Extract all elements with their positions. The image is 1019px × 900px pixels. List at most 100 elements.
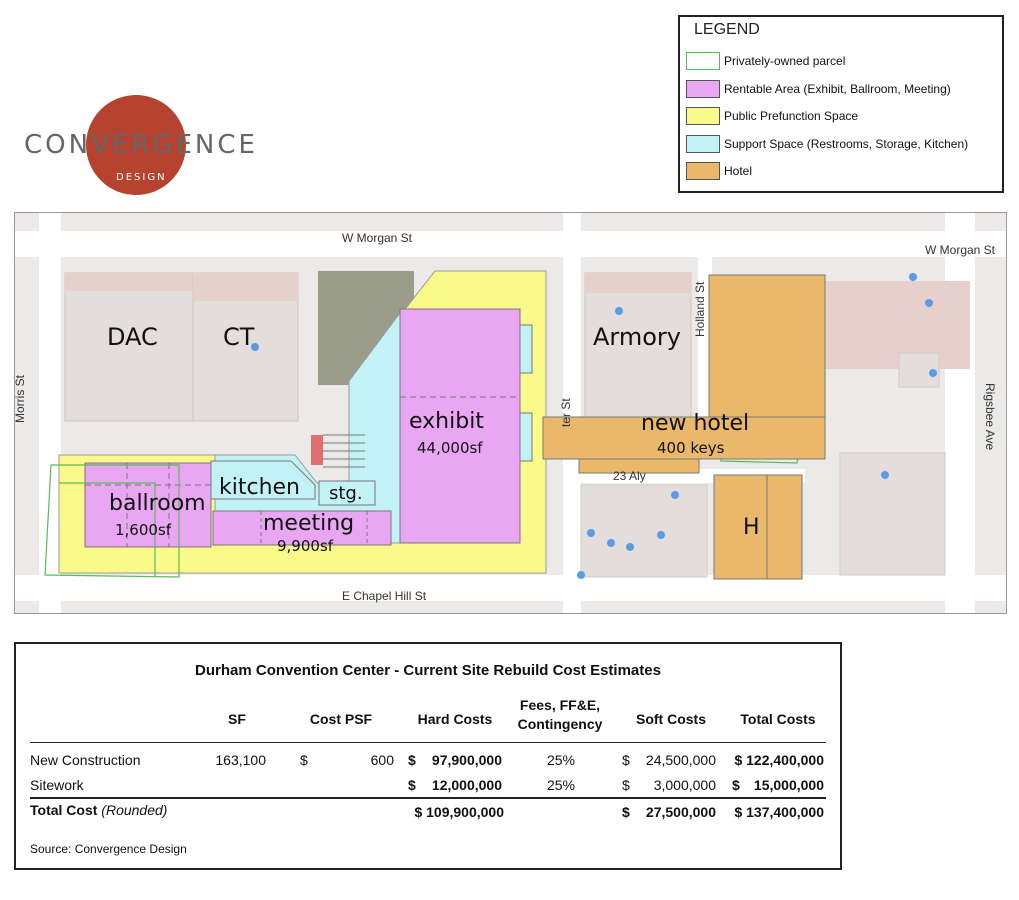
street-e-chapel-hill bbox=[15, 575, 1006, 601]
street-morris bbox=[39, 213, 61, 613]
legend-swatch bbox=[686, 162, 720, 180]
meeting-rooms bbox=[212, 510, 392, 546]
row-new-construction-soft: 24,500,000 bbox=[645, 752, 716, 768]
row-total-label: Total Cost bbox=[30, 802, 98, 818]
legend-swatch bbox=[686, 135, 720, 153]
legend-swatch bbox=[686, 80, 720, 98]
row-sitework-soft: 3,000,000 bbox=[653, 777, 716, 793]
label-hotel-h: H bbox=[743, 515, 760, 540]
street-label-w-morgan: W Morgan St bbox=[342, 231, 413, 245]
col-header-fees-line1: Fees, FF&E, bbox=[519, 697, 601, 713]
ballroom bbox=[84, 462, 212, 548]
label-storage: stg. bbox=[329, 483, 363, 504]
building-dac bbox=[64, 272, 194, 422]
row-sitework-name: Sitework bbox=[30, 777, 84, 793]
legend-label: Public Prefunction Space bbox=[724, 109, 859, 123]
stairs-icon bbox=[311, 435, 323, 465]
street-label-holland: Holland St bbox=[693, 281, 707, 337]
table-title: Durham Convention Center - Current Site … bbox=[195, 662, 661, 679]
street-label-morris: Morris St bbox=[14, 375, 27, 423]
row-new-construction-psf-symbol: $ bbox=[300, 752, 308, 768]
row-sitework-hard: 12,000,000 bbox=[431, 777, 502, 793]
row-sitework-hard-symbol: $ bbox=[408, 777, 416, 793]
label-dac: DAC bbox=[107, 323, 158, 351]
hotel-h bbox=[713, 474, 803, 580]
legend-item-private-parcel: Privately-owned parcel bbox=[686, 51, 845, 71]
building-ct-roof bbox=[193, 273, 298, 301]
logo-text: CONVERGENCE bbox=[24, 130, 258, 160]
row-sitework-total: 15,000,000 bbox=[753, 777, 824, 793]
col-header-total-costs: Total Costs bbox=[740, 711, 816, 727]
row-sitework-total-symbol: $ bbox=[732, 777, 740, 793]
site-plan-drawing bbox=[15, 213, 1006, 613]
col-header-sf: SF bbox=[228, 711, 246, 727]
legend-item-hotel: Hotel bbox=[686, 161, 752, 181]
legend-item-rentable: Rentable Area (Exhibit, Ballroom, Meetin… bbox=[686, 79, 951, 99]
legend-item-support: Support Space (Restrooms, Storage, Kitch… bbox=[686, 134, 968, 154]
col-header-fees-line2: Contingency bbox=[517, 716, 603, 732]
building-armory-roof bbox=[585, 273, 691, 293]
label-exhibit-sf: 44,000sf bbox=[417, 439, 483, 457]
map-pins bbox=[251, 273, 937, 579]
legend-label: Support Space (Restrooms, Storage, Kitch… bbox=[724, 137, 969, 151]
row-total-hard: $ 109,900,000 bbox=[414, 804, 504, 820]
row-sitework-fees: 25% bbox=[546, 777, 576, 793]
row-new-construction-sf: 163,100 bbox=[215, 752, 266, 768]
exhibit-support-1 bbox=[519, 324, 533, 374]
row-new-construction-hard: 97,900,000 bbox=[431, 752, 502, 768]
legend-swatch bbox=[686, 107, 720, 125]
row-new-construction-soft-symbol: $ bbox=[622, 752, 630, 768]
row-new-construction-total: $ 122,400,000 bbox=[734, 752, 824, 768]
legend-label: Privately-owned parcel bbox=[724, 54, 846, 68]
logo-circle-icon bbox=[86, 95, 186, 195]
label-ct: CT bbox=[223, 323, 255, 351]
cost-estimate-table: Durham Convention Center - Current Site … bbox=[14, 642, 842, 870]
street-label-w-morgan-east: W Morgan St bbox=[925, 243, 996, 257]
convergence-logo: CONVERGENCE DESIGN bbox=[20, 90, 270, 200]
row-new-construction-fees: 25% bbox=[546, 752, 576, 768]
building-se bbox=[839, 452, 946, 576]
building-dac-roof bbox=[65, 273, 193, 291]
exhibit-support-2 bbox=[519, 412, 533, 462]
street-foster bbox=[563, 213, 581, 613]
row-sitework-soft-symbol: $ bbox=[622, 777, 630, 793]
new-hotel-wing bbox=[542, 416, 826, 460]
table-source: Source: Convergence Design bbox=[30, 842, 187, 856]
row-total-name: Total Cost (Rounded) bbox=[30, 802, 167, 818]
building-ne bbox=[825, 281, 970, 369]
street-label-alley: 23 Aly bbox=[613, 469, 646, 483]
legend-item-prefunction: Public Prefunction Space bbox=[686, 106, 858, 126]
building-armory bbox=[584, 272, 692, 424]
label-kitchen: kitchen bbox=[219, 475, 300, 500]
street-w-morgan bbox=[15, 231, 1006, 257]
street-rigsbee bbox=[945, 213, 975, 613]
table-total-rule bbox=[30, 797, 826, 799]
street-label-e-chapel-hill: E Chapel Hill St bbox=[342, 589, 427, 603]
site-map: W Morgan St W Morgan St E Chapel Hill St… bbox=[14, 212, 1007, 614]
label-meeting-sf: 9,900sf bbox=[277, 537, 334, 555]
legend-label: Rentable Area (Exhibit, Ballroom, Meetin… bbox=[724, 82, 951, 96]
row-total-soft: 27,500,000 bbox=[645, 804, 716, 820]
legend-title: LEGEND bbox=[694, 21, 760, 38]
label-armory: Armory bbox=[593, 323, 681, 351]
building-sw-block bbox=[580, 484, 708, 578]
logo-subtext: DESIGN bbox=[116, 172, 167, 183]
row-new-construction-name: New Construction bbox=[30, 752, 141, 768]
row-new-construction-psf: 600 bbox=[370, 752, 394, 768]
legend: LEGEND Privately-owned parcel Rentable A… bbox=[678, 15, 1004, 193]
row-new-construction-hard-symbol: $ bbox=[408, 752, 416, 768]
row-total-qualifier: (Rounded) bbox=[101, 802, 168, 818]
table-header-rule bbox=[30, 742, 826, 743]
exhibit-hall bbox=[399, 308, 521, 544]
label-new-hotel: new hotel bbox=[641, 411, 750, 436]
row-total-total: $ 137,400,000 bbox=[734, 804, 824, 820]
col-header-soft-costs: Soft Costs bbox=[636, 711, 706, 727]
legend-label: Hotel bbox=[724, 164, 753, 178]
label-meeting: meeting bbox=[263, 511, 355, 536]
row-total-soft-symbol: $ bbox=[622, 804, 630, 820]
label-ballroom-sf: 1,600sf bbox=[115, 521, 172, 539]
col-header-hard-costs: Hard Costs bbox=[417, 711, 493, 727]
street-label-foster: ter St bbox=[559, 398, 573, 427]
col-header-cost-psf: Cost PSF bbox=[309, 711, 373, 727]
label-exhibit: exhibit bbox=[409, 409, 484, 434]
